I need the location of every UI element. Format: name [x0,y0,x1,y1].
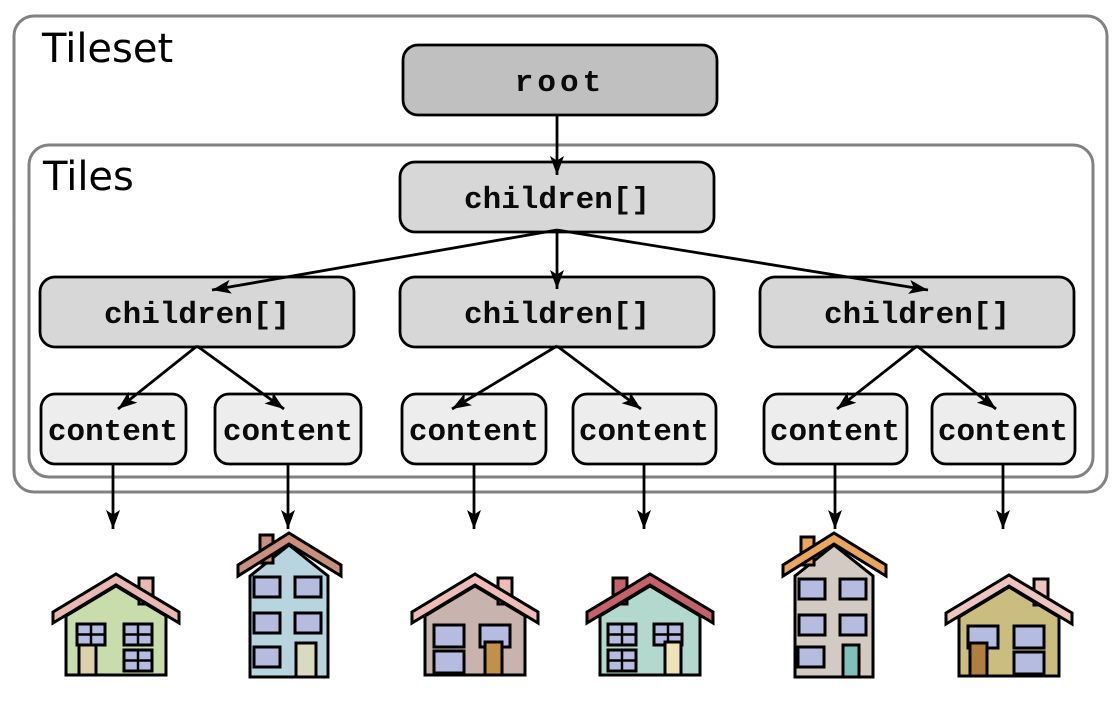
house-6 [944,573,1074,678]
house-5-door [841,643,861,679]
house-1 [51,572,181,677]
arrow-top-to-children-3 [556,228,929,294]
house-5-window-5 [796,645,826,669]
house-1-roof [51,572,181,626]
house-2-door [294,641,318,679]
house-3-window-3 [432,649,466,675]
content-node-3-label: content [409,415,539,450]
tileset-frame [12,14,1109,494]
house-3-door [483,640,504,677]
arrow-children3-to-content5 [836,344,918,411]
house-1-window-2 [122,622,154,647]
house-5-window-2 [838,577,868,601]
house-5-window-3 [797,613,827,637]
arrow-children1-to-content1 [117,344,198,411]
house-1-window-1 [75,622,107,647]
house-5 [781,531,888,679]
house-2-window-5 [252,645,282,669]
house-4-door [663,640,683,677]
house-1-window-3 [122,648,154,673]
content-node-2-label: content [223,415,353,450]
house-2 [236,531,343,679]
house-4 [585,572,715,677]
arrow-top-to-children-1 [211,228,558,294]
children-node-2-label: children[] [464,298,650,333]
arrow-children2-to-content3 [451,344,558,411]
content-node-5-label: content [770,415,900,450]
content-node-6-label: content [938,415,1068,450]
children-node-3-label: children[] [824,298,1010,333]
tiles-frame [27,143,1095,479]
root-node-label: root [515,66,605,101]
house-6-window-2 [1012,624,1046,650]
house-2-window-2 [293,575,323,599]
house-6-window-3 [1012,650,1046,676]
house-1-door [77,640,98,677]
arrow-children2-to-content4 [556,344,642,411]
house-5-window-4 [838,613,868,637]
children-top-node-label: children[] [464,183,650,218]
arrow-children1-to-content2 [196,344,285,411]
house-2-window-1 [252,575,282,599]
house-5-window-1 [797,577,827,601]
house-3-window-1 [432,623,466,649]
house-5-roof [781,531,888,579]
tileset-frame-label: Tileset [41,26,173,72]
children-node-1-label: children[] [104,298,290,333]
house-2-roof [236,531,343,579]
tiles-frame-label: Tiles [42,154,134,200]
house-3-roof [410,572,540,626]
house-4-window-1 [606,622,638,647]
root-node [401,43,719,117]
house-2-window-4 [293,611,323,635]
house-2-window-3 [252,611,282,635]
house-4-window-3 [606,648,638,673]
house-6-roof [944,573,1074,627]
house-6-door [968,641,989,678]
house-3 [410,572,540,677]
house-4-roof [585,572,715,626]
content-node-1-label: content [48,415,178,450]
content-node-4-label: content [579,415,709,450]
arrow-children3-to-content6 [916,344,997,411]
